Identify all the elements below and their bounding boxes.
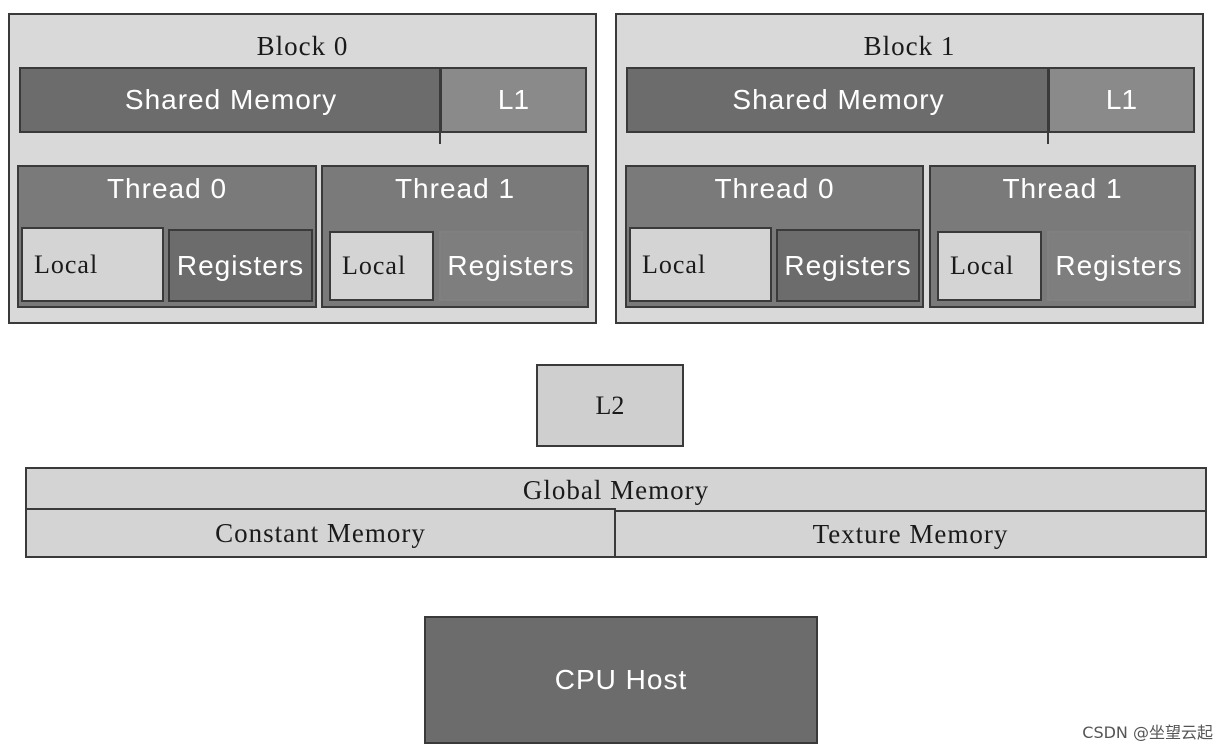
block-1-l1-divider (1047, 67, 1049, 144)
l2-cache: L2 (536, 364, 684, 447)
block-0-shared-memory: Shared Memory (19, 67, 441, 133)
global-memory-title: Global Memory (522, 475, 710, 505)
block-0-thread-1-title: Thread 1 (394, 173, 516, 204)
block-0-thread-0-local: Local (21, 227, 164, 302)
block-0-title: Block 0 (256, 31, 349, 61)
block-1-l1-cache: L1 (1048, 67, 1195, 133)
block-1-thread-0-registers: Registers (776, 229, 920, 302)
block-0-thread-1-registers: Registers (439, 231, 583, 301)
block-0-l1-cache: L1 (440, 67, 587, 133)
block-1-thread-1-registers: Registers (1047, 231, 1191, 301)
block-1-thread-0-local: Local (629, 227, 772, 302)
block-0-thread-0-registers: Registers (168, 229, 313, 302)
watermark: CSDN @坐望云起 (1082, 723, 1213, 742)
block-1-title: Block 1 (863, 31, 956, 61)
constant-memory: Constant Memory (25, 508, 616, 558)
block-1-thread-0-title: Thread 0 (714, 173, 835, 204)
texture-memory: Texture Memory (614, 510, 1207, 558)
block-0-thread-0-title: Thread 0 (106, 173, 228, 204)
block-0-l1-divider (439, 67, 441, 144)
block-0-thread-1-local: Local (329, 231, 434, 301)
block-1-thread-1-title: Thread 1 (1002, 173, 1123, 204)
block-1-shared-memory: Shared Memory (626, 67, 1049, 133)
block-1-thread-1-local: Local (937, 231, 1042, 301)
cpu-host: CPU Host (424, 616, 818, 744)
